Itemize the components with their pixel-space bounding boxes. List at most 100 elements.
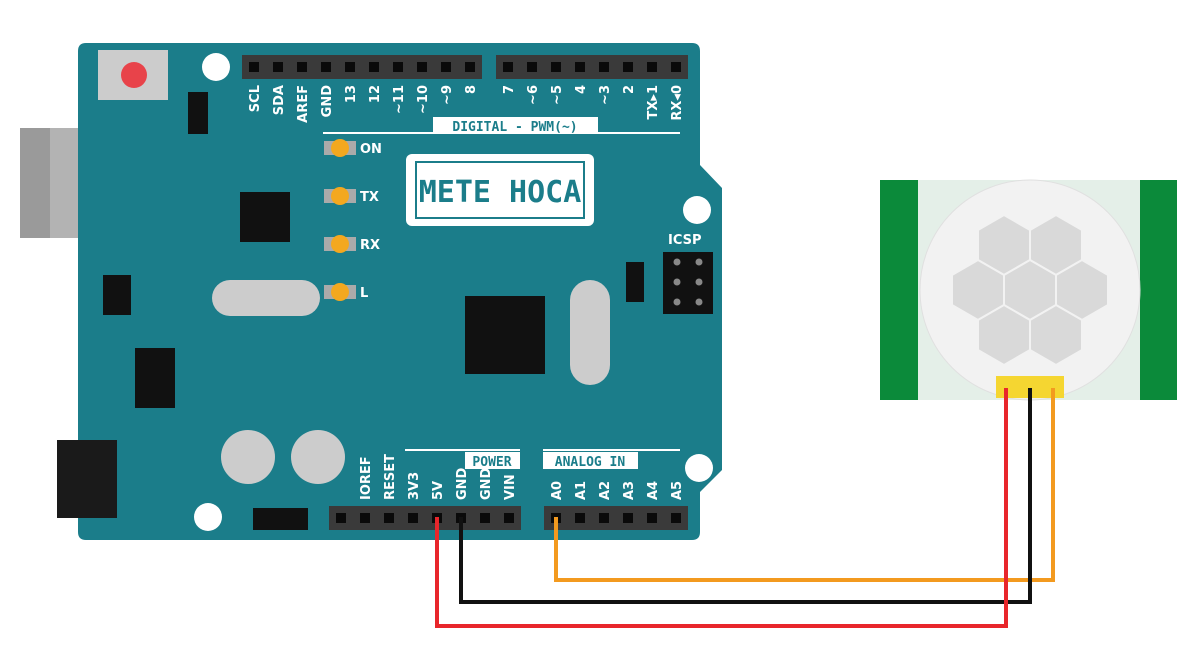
pin-label: ~5 — [550, 85, 565, 105]
led-label: TX — [360, 190, 379, 205]
component — [253, 508, 308, 530]
pin-socket[interactable] — [393, 62, 403, 72]
pin-label: ~9 — [440, 85, 455, 105]
pin-label: AREF — [296, 85, 311, 123]
pin-label: 3V3 — [407, 472, 422, 500]
pin-socket[interactable] — [599, 62, 609, 72]
analog-header — [544, 506, 688, 530]
pin-label: 13 — [344, 85, 359, 103]
reset-button-cap — [121, 62, 147, 88]
power-label-bg — [465, 452, 520, 469]
pin-socket[interactable] — [321, 62, 331, 72]
icsp-pin — [695, 278, 703, 286]
crystal — [212, 280, 320, 316]
component — [188, 92, 208, 134]
pin-socket[interactable] — [623, 62, 633, 72]
usb-chip — [240, 192, 290, 242]
pin-socket[interactable] — [480, 513, 490, 523]
led-label: L — [360, 286, 368, 301]
icsp-label: ICSP — [668, 233, 702, 248]
wire-5v — [435, 388, 1008, 628]
pin-label: TX▸1 — [646, 85, 661, 119]
logo-text: METE HOCA — [419, 175, 582, 210]
pin-label: RESET — [383, 454, 398, 500]
pin-label: 12 — [368, 85, 383, 103]
analog-section-label: ANALOG IN — [555, 455, 626, 470]
pin-socket[interactable] — [417, 62, 427, 72]
pin-socket[interactable] — [503, 62, 513, 72]
pin-label: 2 — [622, 85, 637, 94]
led-rx — [331, 235, 349, 253]
icsp-pin — [673, 278, 681, 286]
pin-socket[interactable] — [504, 513, 514, 523]
voltage-regulator — [135, 348, 175, 408]
capacitor — [291, 430, 345, 484]
pin-label: ~6 — [526, 85, 541, 105]
power-jack-front — [57, 440, 117, 518]
crystal — [570, 280, 610, 385]
pin-label: GND — [320, 85, 335, 118]
pin-socket[interactable] — [647, 62, 657, 72]
pin-socket[interactable] — [273, 62, 283, 72]
pin-label: 4 — [574, 85, 589, 94]
mounting-hole — [202, 53, 230, 81]
pin-socket[interactable] — [527, 62, 537, 72]
pin-label: A1 — [574, 481, 589, 500]
pin-label: 8 — [464, 85, 479, 94]
pir-pins — [996, 376, 1064, 398]
pin-socket[interactable] — [551, 62, 561, 72]
icsp-header — [663, 252, 713, 314]
mounting-hole — [194, 503, 222, 531]
led-l — [331, 283, 349, 301]
digital-label-bg — [433, 117, 598, 134]
led-label: RX — [360, 238, 380, 253]
pin-label: A2 — [598, 481, 613, 500]
pin-socket[interactable] — [599, 513, 609, 523]
pin-label: ~10 — [416, 85, 431, 114]
power-header — [329, 506, 521, 530]
pin-label: IOREF — [359, 456, 374, 500]
pin-label: A0 — [550, 481, 565, 500]
microcontroller-chip — [465, 296, 545, 374]
pin-label: ~11 — [392, 85, 407, 114]
pin-socket[interactable] — [465, 62, 475, 72]
pin-label: 7 — [502, 85, 517, 94]
pin-socket[interactable] — [384, 513, 394, 523]
pin-socket[interactable] — [369, 62, 379, 72]
icsp-pin — [695, 258, 703, 266]
pin-socket[interactable] — [360, 513, 370, 523]
pin-socket[interactable] — [345, 62, 355, 72]
mounting-hole — [683, 196, 711, 224]
wire-signal-a0 — [554, 388, 1055, 582]
pin-label: A3 — [622, 481, 637, 500]
pin-label: A5 — [670, 481, 685, 500]
logo-chip-outline — [415, 161, 585, 219]
pin-socket[interactable] — [647, 513, 657, 523]
pin-socket[interactable] — [623, 513, 633, 523]
pin-socket[interactable] — [249, 62, 259, 72]
icsp-pin — [673, 258, 681, 266]
led-label: ON — [360, 142, 382, 157]
pin-socket[interactable] — [297, 62, 307, 72]
pin-label: GND — [455, 467, 470, 500]
pin-socket[interactable] — [671, 62, 681, 72]
wire-gnd — [459, 388, 1032, 604]
analog-label-bg — [543, 452, 638, 469]
pin-label: RX◂0 — [670, 85, 685, 121]
component — [626, 262, 644, 302]
pin-socket[interactable] — [336, 513, 346, 523]
pir-lens — [951, 213, 1109, 367]
led-on — [331, 139, 349, 157]
pin-socket[interactable] — [441, 62, 451, 72]
pin-socket[interactable] — [575, 62, 585, 72]
led-tx — [331, 187, 349, 205]
pin-label: SDA — [272, 85, 287, 115]
pin-socket[interactable] — [408, 513, 418, 523]
usb-port-side — [20, 128, 50, 238]
icsp-pin — [695, 298, 703, 306]
mounting-hole — [685, 454, 713, 482]
pin-socket[interactable] — [575, 513, 585, 523]
pin-socket[interactable] — [671, 513, 681, 523]
component — [103, 275, 131, 315]
